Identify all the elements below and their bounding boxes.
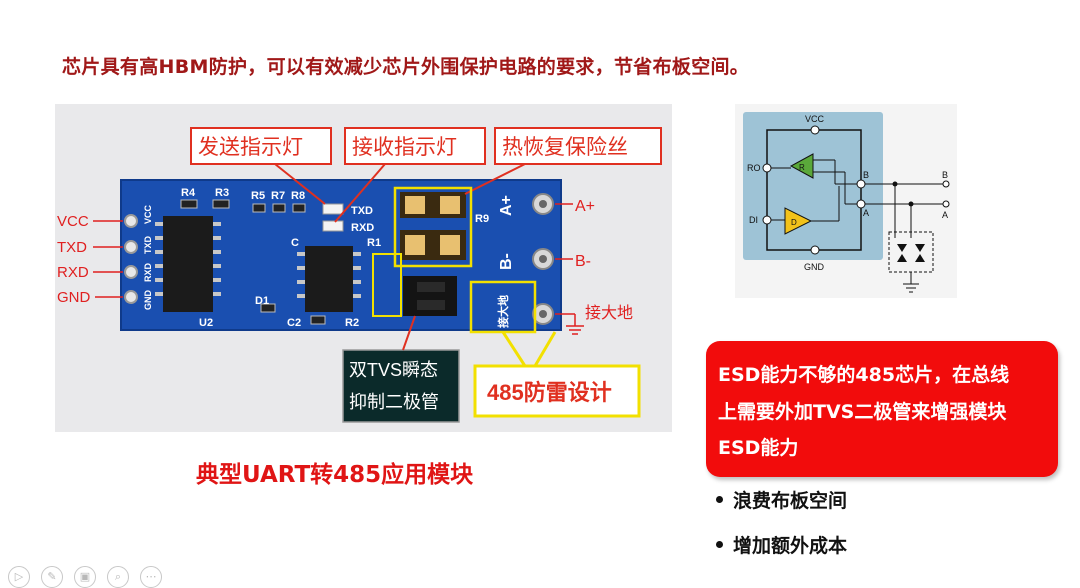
pin-label-txd: TXD <box>57 239 87 256</box>
zoom-icon[interactable]: ⌕ <box>107 566 129 588</box>
schem-d: D <box>791 218 797 227</box>
esd-note-line-2: 上需要外加TVS二极管来增强模块 <box>718 401 1007 423</box>
earth-label: 接大地 <box>585 304 633 322</box>
esd-note-box <box>706 341 1058 477</box>
tx-led-label: 发送指示灯 <box>198 136 303 159</box>
schem-b-out: B <box>942 170 948 180</box>
bullet-text: 增加额外成本 <box>733 535 848 557</box>
lightning-label: 485防雷设计 <box>487 380 612 405</box>
fuse-label-box <box>494 127 662 165</box>
silk-r3: R3 <box>215 187 229 199</box>
fuse-highlight <box>393 186 473 268</box>
rx-led-label: 接收指示灯 <box>352 136 457 159</box>
schem-a: A <box>863 208 869 218</box>
bullet-item: 浪费布板空间 <box>716 486 847 513</box>
schem-vcc: VCC <box>805 114 825 124</box>
silk-r1: R1 <box>367 237 381 249</box>
bullet-text: 浪费布板空间 <box>733 490 848 512</box>
schem-a-out: A <box>942 210 948 220</box>
lightning-label-box <box>473 364 641 418</box>
schem-b: B <box>863 170 869 180</box>
u2-chip <box>163 216 213 312</box>
bullet-dot <box>716 496 723 503</box>
rx-led <box>322 220 344 232</box>
pin-label-a: A+ <box>575 198 595 215</box>
fuse-label: 热恢复保险丝 <box>502 136 628 159</box>
silk-rxd: RXD <box>351 222 374 234</box>
silk-rxd-v: RXD <box>143 262 153 282</box>
schem-gnd: GND <box>804 262 825 272</box>
silk-a-plus: A+ <box>498 195 515 216</box>
esd-note-line-3: ESD能力 <box>718 437 799 459</box>
uart-485-module-photo: R4 R3 R5 R7 R8 TXD RXD R1 C C2 R2 D1 U2 … <box>55 104 672 432</box>
rs485-chip <box>305 246 353 312</box>
schem-di: DI <box>749 215 758 225</box>
pen-icon[interactable]: ✎ <box>41 566 63 588</box>
headline: 芯片具有高HBM防护，可以有效减少芯片外围保护电路的要求，节省布板空间。 <box>62 56 750 78</box>
silk-vcc: VCC <box>143 204 153 224</box>
pin-label-b: B- <box>575 253 591 270</box>
pin-label-rxd: RXD <box>57 264 89 281</box>
silk-r8: R8 <box>291 190 305 202</box>
left-pin-labels: VCC TXD RXD GND <box>57 213 91 306</box>
silk-r2: R2 <box>345 317 359 329</box>
silk-r5: R5 <box>251 190 265 202</box>
tvs-label-line2: 抑制二极管 <box>349 392 439 412</box>
silk-c: C <box>291 237 299 249</box>
bullet-dot <box>716 541 723 548</box>
pin-label-vcc: VCC <box>57 213 89 230</box>
play-icon[interactable]: ▷ <box>8 566 30 588</box>
schem-r: R <box>799 163 805 172</box>
silk-txd-v: TXD <box>143 235 153 254</box>
rx-led-label-box <box>344 127 486 165</box>
photo-caption: 典型UART转485应用模块 <box>196 462 474 488</box>
tx-led <box>322 203 344 215</box>
silk-b-minus: B- <box>498 253 515 270</box>
receiver-triangle <box>789 153 814 179</box>
pin-label-gnd: GND <box>57 289 91 306</box>
driver-triangle <box>784 207 813 235</box>
left-pin-header <box>124 214 138 304</box>
transceiver-schematic: VCC RO DI GND R D B A B A <box>735 104 957 298</box>
silk-u2: U2 <box>199 317 213 329</box>
silk-r7: R7 <box>271 190 285 202</box>
silk-r9: R9 <box>475 213 489 225</box>
esd-note-line-1: ESD能力不够的485芯片，在总线 <box>718 364 1010 386</box>
more-icon[interactable]: ⋯ <box>140 566 162 588</box>
schem-ro: RO <box>747 163 761 173</box>
tvs-label-line1: 双TVS瞬态 <box>349 360 438 380</box>
right-terminals <box>532 193 554 325</box>
slides-icon[interactable]: ▣ <box>74 566 96 588</box>
tvs-label-box <box>342 349 460 423</box>
silk-r4: R4 <box>181 187 196 199</box>
tx-led-label-box <box>190 127 332 165</box>
silk-earth: 接大地 <box>496 295 510 328</box>
silk-d1: D1 <box>255 295 269 307</box>
silk-gnd-v: GND <box>143 290 153 311</box>
silk-c2: C2 <box>287 317 301 329</box>
bullet-item: 增加额外成本 <box>716 531 847 558</box>
silk-txd: TXD <box>351 205 373 217</box>
